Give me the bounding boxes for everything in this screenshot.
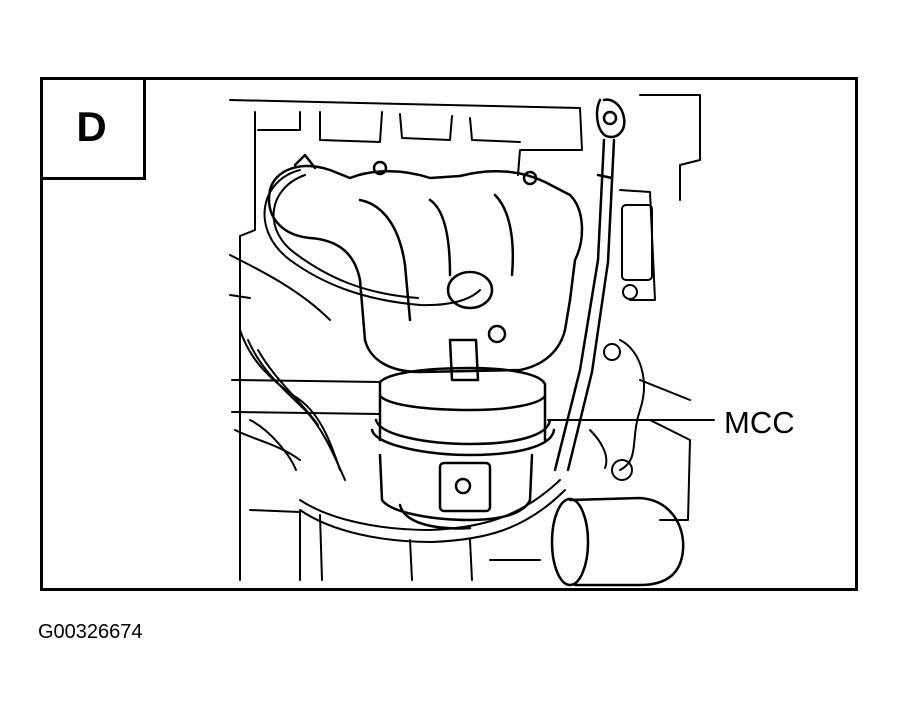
diagram-frame xyxy=(40,77,858,591)
dipstick-tube xyxy=(553,98,626,472)
callout-label-mcc: MCC xyxy=(724,405,795,440)
exhaust-manifold xyxy=(267,153,584,374)
right-side-components xyxy=(589,94,701,521)
engine-block xyxy=(229,99,583,581)
wiring-harness xyxy=(229,169,566,543)
panel-letter: D xyxy=(76,103,107,150)
panel-letter-box: D xyxy=(40,77,146,180)
catalytic-converter xyxy=(370,338,556,530)
oil-filter xyxy=(550,496,685,587)
figure-id: G00326674 xyxy=(38,621,143,643)
